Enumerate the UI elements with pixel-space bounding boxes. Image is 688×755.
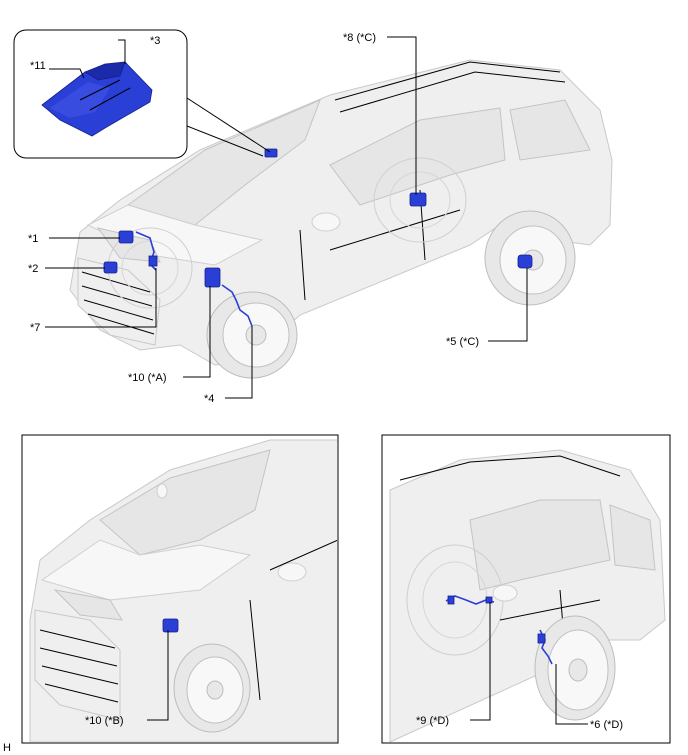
- component-1: [118, 230, 134, 244]
- label-10a: *10 (*A): [128, 372, 167, 384]
- bottom-right-panel: [381, 434, 671, 744]
- component-10b: [162, 618, 179, 633]
- callout-labels: *1 *2 *3 *11 *7 *8 (*C) *10 (*A) *4 *5 (…: [3, 32, 623, 754]
- leader-lines: [45, 36, 588, 725]
- label-3: *3: [150, 35, 160, 47]
- label-8: *8 (*C): [343, 32, 376, 44]
- component-5: [517, 254, 533, 269]
- component-9: [447, 595, 455, 605]
- component-6: [537, 633, 546, 644]
- bottom-left-panel: [21, 434, 339, 744]
- label-1: *1: [28, 233, 38, 245]
- label-9: *9 (*D): [416, 715, 449, 727]
- label-2: *2: [28, 263, 38, 275]
- label-6: *6 (*D): [590, 719, 623, 731]
- component-10a: [204, 267, 221, 288]
- label-7: *7: [30, 322, 40, 334]
- label-5: *5 (*C): [446, 336, 479, 348]
- component-2: [103, 261, 118, 274]
- inset-detail: [13, 29, 271, 159]
- label-11: *11: [30, 60, 46, 72]
- spare-tire-phantom: [373, 157, 467, 243]
- label-4: *4: [204, 393, 214, 405]
- corner-letter: H: [3, 742, 11, 754]
- label-10b: *10 (*B): [85, 715, 124, 727]
- component-8: [409, 192, 427, 207]
- component-4-harness: [221, 284, 253, 327]
- component-7: [148, 255, 158, 267]
- component-9b: [485, 596, 493, 604]
